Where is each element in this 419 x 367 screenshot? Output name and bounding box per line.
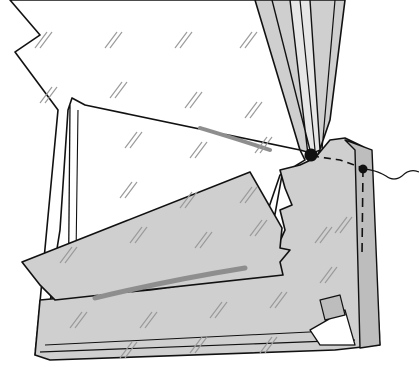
pivot-point: [305, 149, 318, 162]
